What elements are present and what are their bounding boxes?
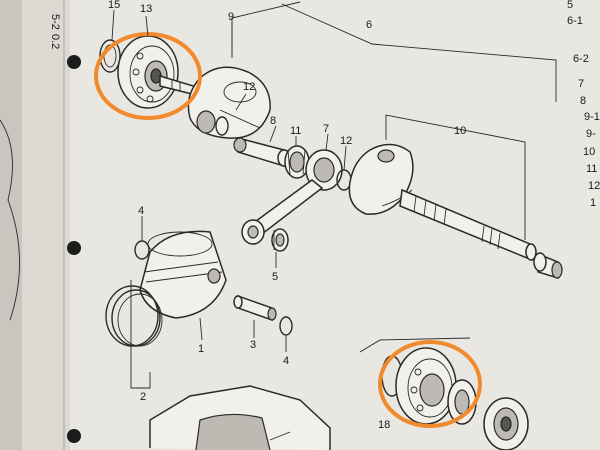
index-entry: 9-1 bbox=[584, 111, 600, 123]
connecting-rod-7 bbox=[241, 149, 343, 245]
index-entry: 1 bbox=[590, 197, 596, 209]
piston-pin-3 bbox=[233, 294, 277, 322]
bracket-2 bbox=[130, 280, 151, 389]
show-through-lines bbox=[0, 119, 20, 321]
label-2: 2 bbox=[140, 391, 146, 403]
label-9: 9 bbox=[228, 11, 234, 23]
bracket-6 bbox=[281, 3, 557, 102]
label-13: 13 bbox=[140, 3, 152, 15]
binder-hole-top bbox=[67, 55, 81, 69]
leader-lines bbox=[111, 9, 347, 352]
label-4-upper: 4 bbox=[138, 205, 144, 217]
label-12-upper: 12 bbox=[243, 81, 255, 93]
bearing-13 bbox=[117, 35, 179, 109]
bracket-10 bbox=[385, 114, 526, 240]
label-6: 6 bbox=[366, 19, 372, 31]
needle-bearing-11 bbox=[284, 145, 310, 179]
needle-bearing-5 bbox=[271, 228, 289, 252]
highlight-circle-lower bbox=[378, 340, 482, 428]
binder-hole-bottom bbox=[67, 429, 81, 443]
index-entry: 9- bbox=[586, 128, 596, 140]
label-5: 5 bbox=[272, 271, 278, 283]
label-18: 18 bbox=[378, 419, 390, 431]
label-11: 11 bbox=[290, 125, 301, 137]
index-entry: 7 bbox=[578, 78, 584, 90]
crank-half-9 bbox=[187, 66, 271, 139]
index-entry: 5 bbox=[567, 0, 573, 11]
label-3: 3 bbox=[250, 339, 256, 351]
binder-hole-middle bbox=[67, 241, 81, 255]
label-15: 15 bbox=[108, 0, 120, 11]
label-8: 8 bbox=[270, 115, 276, 127]
index-entry: 6-1 bbox=[567, 15, 583, 27]
washer-12-upper bbox=[215, 116, 229, 136]
piston-rings-2 bbox=[105, 285, 163, 347]
circlip-4-lower bbox=[279, 316, 293, 336]
crankshaft-10 bbox=[348, 143, 537, 262]
label-4-lower: 4 bbox=[283, 355, 289, 367]
binding-shadow bbox=[22, 0, 70, 450]
index-entry: 6-2 bbox=[573, 53, 589, 65]
index-entry: 8 bbox=[580, 95, 586, 107]
bearing-18-group bbox=[381, 347, 529, 450]
index-entry: 10 bbox=[583, 146, 595, 158]
margin-mark-1: 5-2 bbox=[49, 14, 61, 30]
index-entry: 12 bbox=[588, 180, 600, 192]
cylinder-partial bbox=[149, 385, 331, 450]
label-7: 7 bbox=[323, 123, 329, 135]
label-1: 1 bbox=[198, 343, 204, 355]
bracket-lower bbox=[359, 337, 471, 353]
index-column: 5 6-1 6-2 7 8 9-1 9- 10 11 12 1 bbox=[567, 0, 600, 209]
label-10: 10 bbox=[454, 125, 466, 137]
label-12-lower: 12 bbox=[340, 135, 352, 147]
binding-edge bbox=[0, 0, 22, 450]
part-number-labels: 15 13 9 6 12 8 11 7 12 10 4 5 1 3 4 2 18 bbox=[108, 0, 466, 431]
shaft-end-cap bbox=[533, 252, 563, 280]
margin-mark-2: 0.2 bbox=[49, 34, 61, 49]
piston-1 bbox=[139, 230, 227, 319]
index-entry: 11 bbox=[586, 163, 597, 175]
crank-pin-8 bbox=[233, 137, 291, 168]
circlip-4-upper bbox=[134, 240, 150, 260]
